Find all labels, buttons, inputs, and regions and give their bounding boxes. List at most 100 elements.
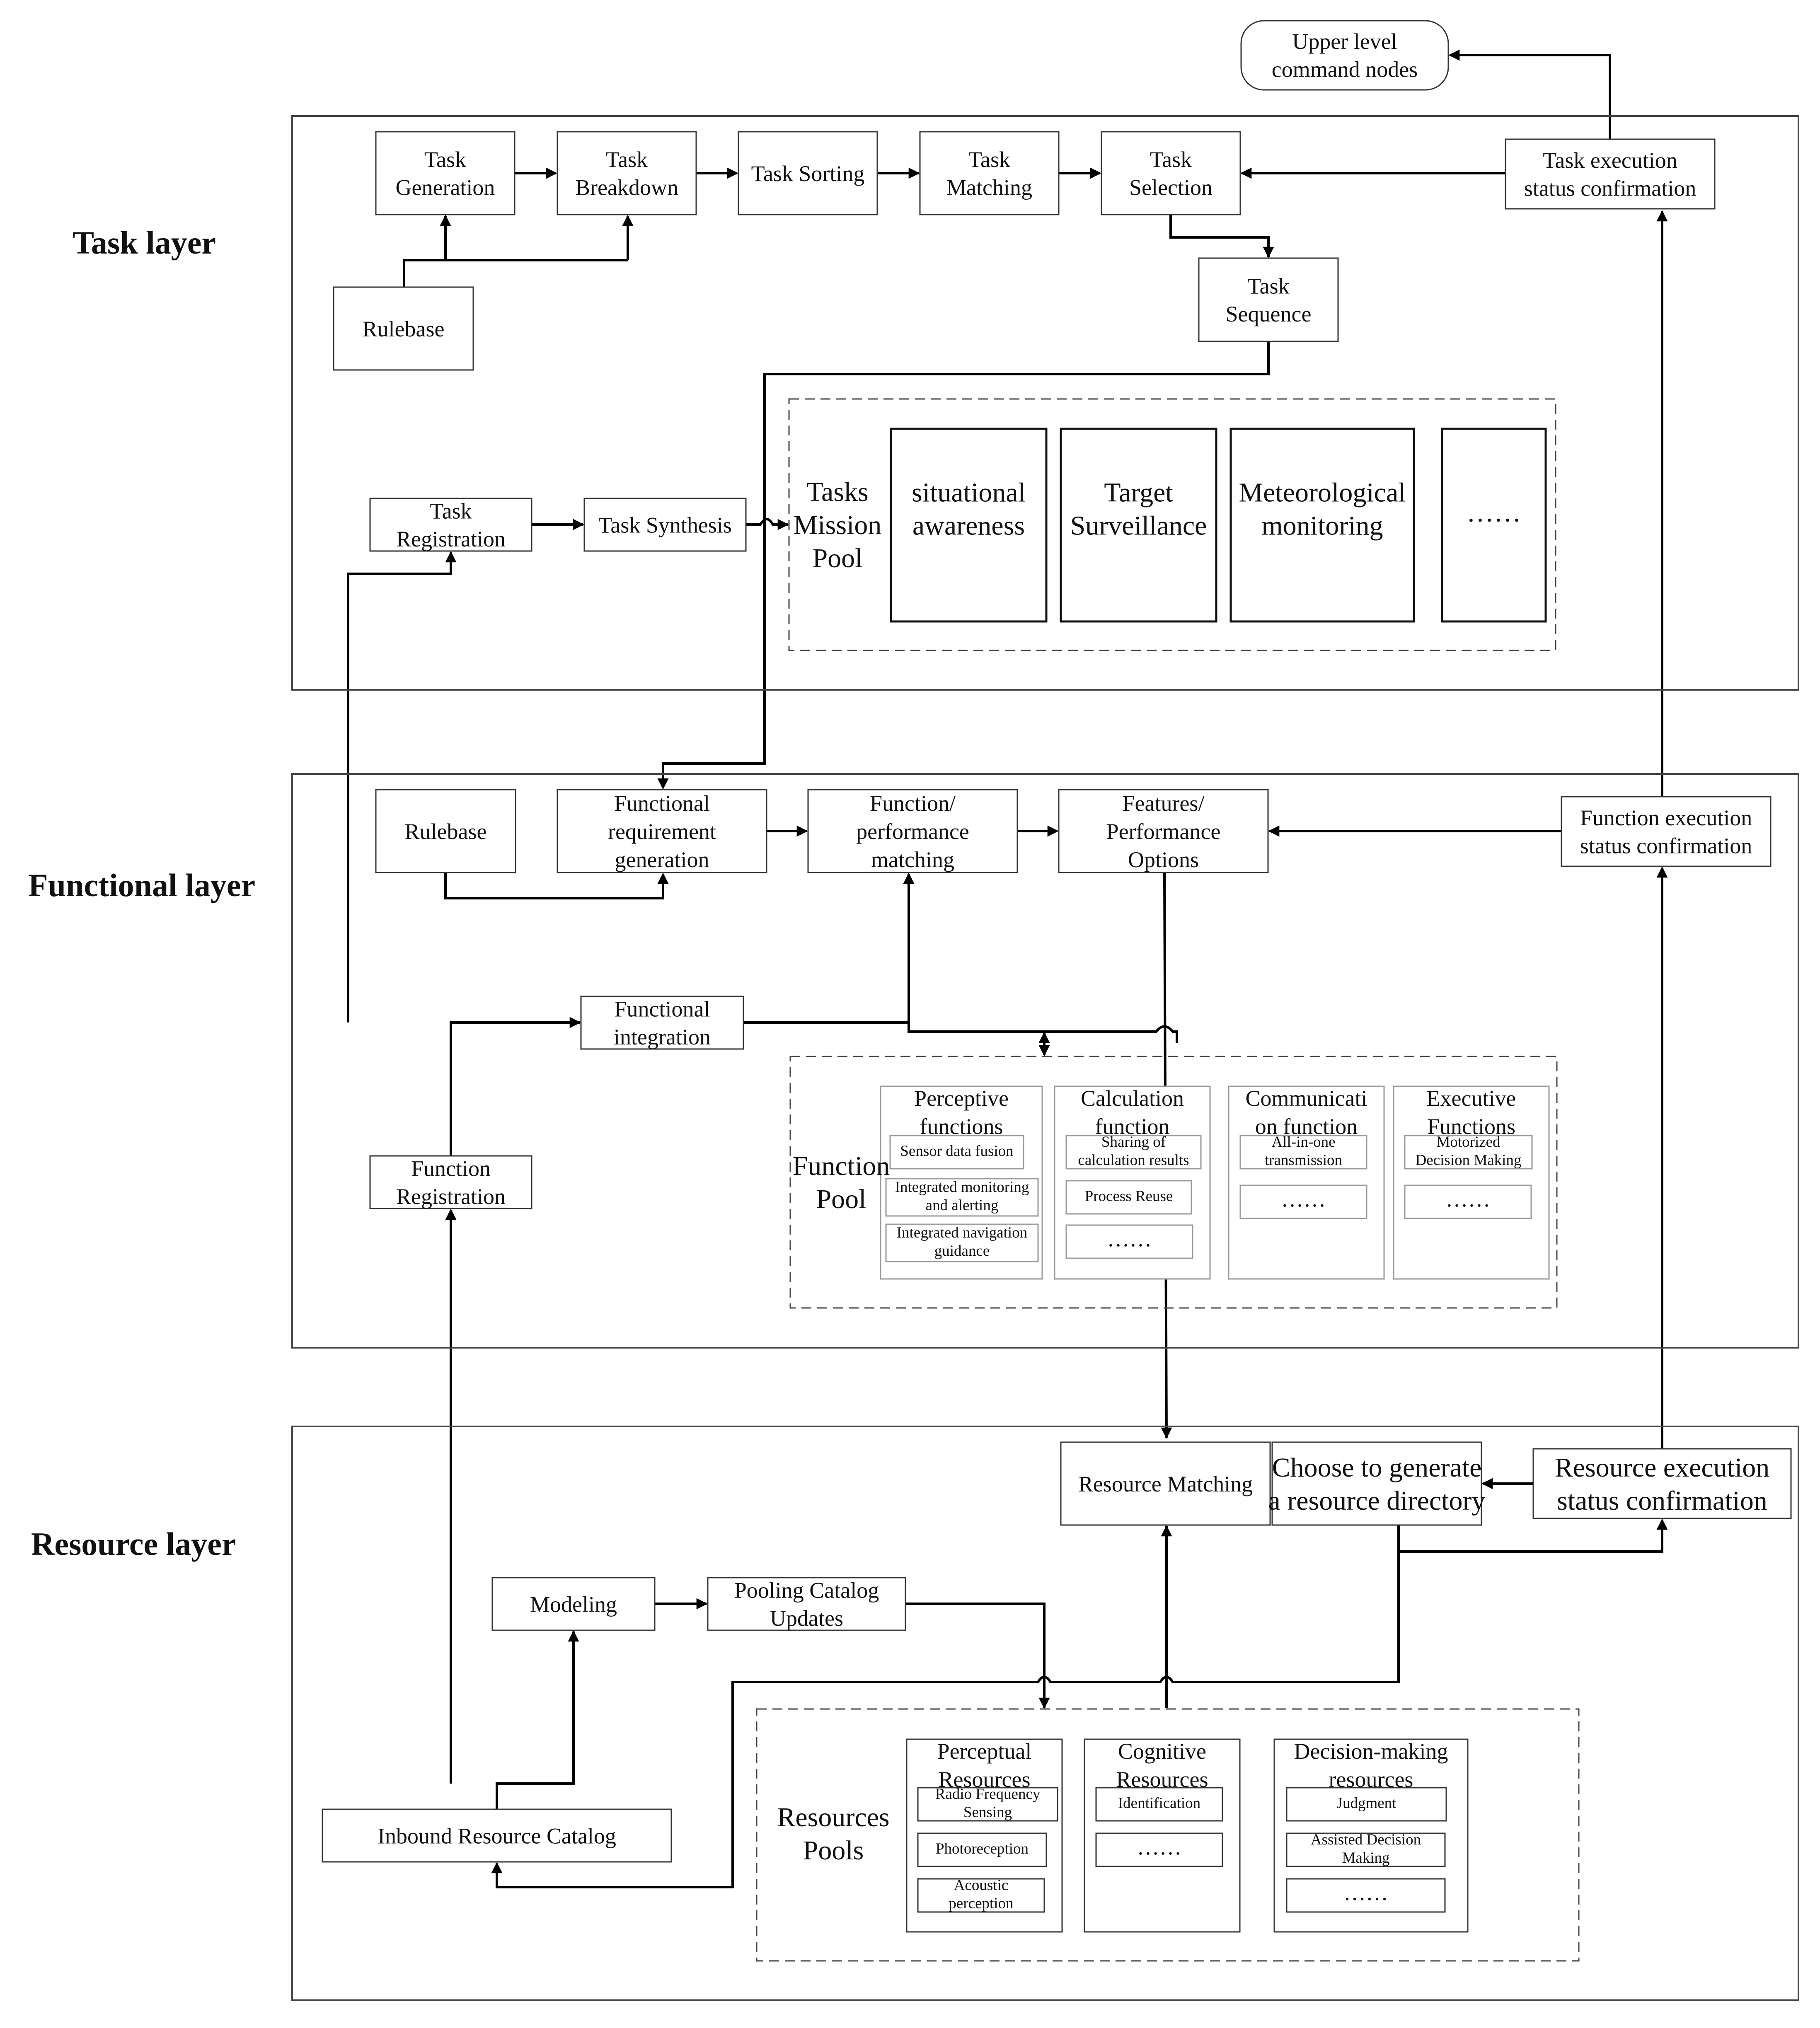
features-perf <box>1058 789 1269 873</box>
function-item-label-line: Integrated navigation <box>897 1224 1027 1241</box>
resource-item-label-line: Identification <box>1118 1795 1200 1812</box>
func-rulebase-label-line: Rulebase <box>405 819 487 844</box>
upper-command-node <box>1240 20 1449 91</box>
task-pool-item-label-line: …… <box>1467 498 1521 528</box>
func-req-gen-label-line: requirement <box>608 819 716 844</box>
resource-layer-title: Resource layer <box>31 1526 236 1562</box>
arrow-choose-confirm <box>1399 1518 1668 1553</box>
task-sequence <box>1198 257 1339 342</box>
arrow-choose-inbound <box>491 1525 1400 1888</box>
function-item <box>1239 1184 1367 1219</box>
task-generation-label-line: Generation <box>396 175 495 200</box>
func-exec-confirm <box>1561 796 1772 867</box>
task-pool-item <box>1441 428 1547 623</box>
pooling-updates <box>707 1577 906 1631</box>
task-rulebase-label-line: Rulebase <box>363 317 445 341</box>
resource-item-label: …… <box>1137 1835 1182 1859</box>
arrow-pooling-pool <box>905 1603 1050 1709</box>
task-mission-pool-title-label-line: Tasks <box>806 477 868 507</box>
task-layer-title: Task layer <box>73 225 216 261</box>
task-sorting <box>738 131 878 215</box>
task-sequence-label-line: Sequence <box>1226 302 1312 326</box>
task-pool-item-label-line: situational <box>912 478 1026 508</box>
task-synthesis-label-line: Task Synthesis <box>598 512 732 537</box>
upper-command-node-label: Upper level command nodes <box>1272 29 1418 82</box>
task-sorting-label: Task Sorting <box>751 161 865 186</box>
resource-matching <box>1060 1441 1271 1526</box>
function-group-title-label-line: functions <box>920 1114 1003 1139</box>
upper-command-node-label-line: Upper level <box>1292 29 1397 54</box>
resources-pool-title-label-line: Pools <box>803 1835 864 1866</box>
func-registration <box>369 1155 532 1209</box>
res-exec-confirm <box>1532 1448 1792 1519</box>
inbound-catalog-label: Inbound Resource Catalog <box>378 1823 616 1848</box>
task-breakdown-label-line: Task <box>606 147 648 172</box>
resources-pool-title-label-line: Resources <box>777 1802 889 1832</box>
arrow-selection-sequence <box>1169 215 1274 258</box>
func-req-gen <box>557 789 767 873</box>
function-item-label-line: transmission <box>1265 1152 1342 1169</box>
arrow-funcreg-integration <box>450 1017 581 1156</box>
func-exec-confirm-label-line: Function execution <box>1580 805 1752 830</box>
task-matching <box>919 131 1060 215</box>
func-req-gen-label-line: Functional <box>614 791 710 816</box>
function-group-title-label-line: Functions <box>1427 1114 1515 1139</box>
task-mission-pool-title-label-line: Pool <box>812 543 862 573</box>
task-synthesis <box>583 498 747 552</box>
resource-item-label: Photoreception <box>936 1840 1029 1857</box>
resource-layer-frame <box>291 1426 1799 2001</box>
function-group-title-label-line: on function <box>1255 1114 1358 1139</box>
task-matching-label-line: Matching <box>946 175 1032 200</box>
function-pool-title-label-line: Pool <box>816 1184 866 1214</box>
resource-item <box>917 1787 1058 1822</box>
function-item <box>1065 1135 1202 1170</box>
function-item-label-line: …… <box>1446 1187 1491 1211</box>
task-pool-item-label-line: awareness <box>912 511 1025 541</box>
choose-generate-label-line: Choose to generate <box>1272 1453 1482 1483</box>
function-item-label-line: Process Reuse <box>1085 1188 1173 1205</box>
arrow-inbound-modeling <box>496 1630 579 1809</box>
func-perf-match <box>807 789 1018 873</box>
arrow-rulebase-reqgen <box>444 873 669 899</box>
modeling-label-line: Modeling <box>530 1592 617 1617</box>
task-registration-label-line: Registration <box>396 527 506 551</box>
resource-item-label: …… <box>1343 1880 1388 1905</box>
task-breakdown-label-line: Breakdown <box>575 175 678 200</box>
arrow-synthesis-pool <box>746 518 789 530</box>
task-selection-label-line: Selection <box>1129 175 1213 200</box>
line-rulebase-split <box>403 259 628 287</box>
resource-item-label-line: Assisted Decision <box>1311 1831 1421 1848</box>
connector-layer <box>347 49 1668 1888</box>
task-sequence-label-line: Task <box>1247 274 1289 299</box>
arrow-sequence-reqgen <box>657 341 1270 790</box>
task-exec-confirm-label-line: Task execution <box>1543 148 1677 173</box>
resource-item <box>1095 1787 1223 1822</box>
func-registration-label-line: Function <box>411 1156 491 1181</box>
upper-command-node-label-line: command nodes <box>1272 57 1418 82</box>
function-item-label-line: and alerting <box>926 1197 999 1214</box>
choose-generate-label-line: a resource directory <box>1268 1486 1485 1516</box>
task-rulebase <box>333 286 474 371</box>
function-item-label-line: Sharing of <box>1101 1134 1166 1151</box>
task-synthesis-label: Task Synthesis <box>598 512 732 537</box>
func-integration-label-line: Functional <box>615 997 710 1022</box>
task-pool-item <box>1060 428 1217 623</box>
task-mission-pool-title-label-line: Mission <box>794 510 882 540</box>
func-integration-label-line: integration <box>614 1025 711 1049</box>
function-item-label-line: guidance <box>934 1242 990 1259</box>
